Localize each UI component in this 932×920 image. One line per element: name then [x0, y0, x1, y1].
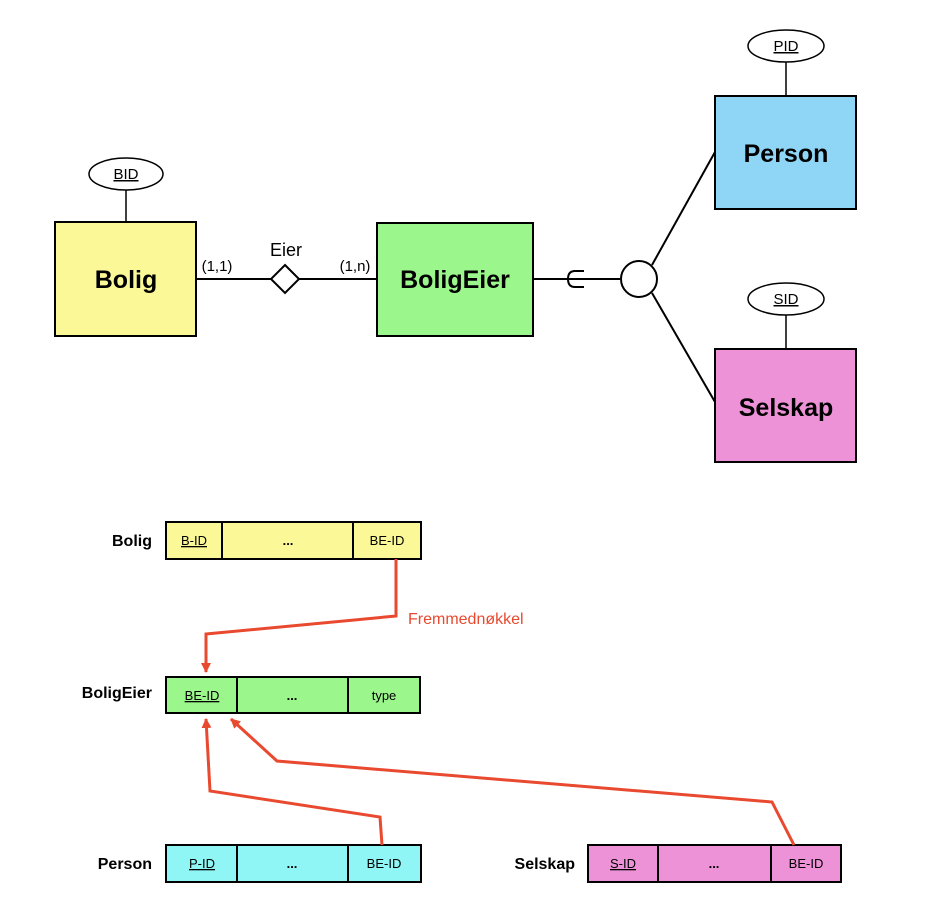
person-table-name: Person [98, 856, 152, 873]
boligeier-cell-dots: ... [287, 688, 298, 703]
person-cell-key: P-ID [189, 856, 215, 871]
specialization-circle [620, 260, 658, 298]
selskap-cell-fk: BE-ID [789, 856, 824, 871]
bolig-cell-dots: ... [283, 533, 294, 548]
person-entity-label: Person [744, 140, 829, 168]
selskap-cell-key: S-ID [610, 856, 636, 871]
selskap-table-name: Selskap [515, 856, 576, 873]
eier-relationship-diamond [269, 263, 301, 295]
fk-arrow-bolig-to-boligeier [201, 559, 398, 673]
bolig-entity-label: Bolig [95, 266, 158, 294]
fk-arrow-selskap-to-boligeier [229, 717, 796, 846]
bolig-table-name: Bolig [112, 533, 152, 550]
bolig-table: B-ID ... BE-ID [165, 521, 422, 560]
person-table-row [165, 844, 422, 883]
person-cell-dots: ... [287, 856, 298, 871]
boligeier-table: BE-ID ... type [165, 676, 421, 714]
selskap-entity [714, 348, 857, 463]
foreign-key-label: Fremmednøkkel [408, 611, 524, 628]
bolig-cell-key: B-ID [181, 533, 207, 548]
selskap-attribute-ellipse [747, 282, 825, 316]
person-cell-fk: BE-ID [367, 856, 402, 871]
person-attribute-ellipse [747, 29, 825, 63]
cardinality-right: (1,n) [340, 258, 371, 275]
boligeier-table-name: BoligEier [82, 685, 152, 702]
fk-arrow-person-to-boligeier [201, 718, 384, 846]
subset-symbol-icon [566, 270, 584, 288]
person-table: P-ID ... BE-ID [165, 844, 422, 883]
person-entity [714, 95, 857, 210]
line-to-selskap [651, 292, 716, 403]
boligeier-cell-key: BE-ID [185, 688, 220, 703]
cardinality-left: (1,1) [202, 258, 233, 275]
boligeier-table-row [165, 676, 421, 714]
selskap-cell-dots: ... [709, 856, 720, 871]
bolig-cell-fk: BE-ID [370, 533, 405, 548]
line-to-person [651, 151, 716, 266]
selskap-table: S-ID ... BE-ID [587, 844, 842, 883]
eier-relationship-label: Eier [270, 240, 302, 260]
bolig-attribute-ellipse [88, 157, 164, 191]
selskap-attribute-label: SID [773, 291, 798, 308]
selskap-table-row [587, 844, 842, 883]
bolig-table-row [165, 521, 422, 560]
bolig-attribute-label: BID [113, 166, 138, 183]
boligeier-cell-type: type [372, 688, 397, 703]
boligeier-entity-label: BoligEier [400, 266, 510, 294]
selskap-entity-label: Selskap [739, 394, 834, 422]
bolig-entity [54, 221, 197, 337]
person-attribute-label: PID [773, 38, 798, 55]
